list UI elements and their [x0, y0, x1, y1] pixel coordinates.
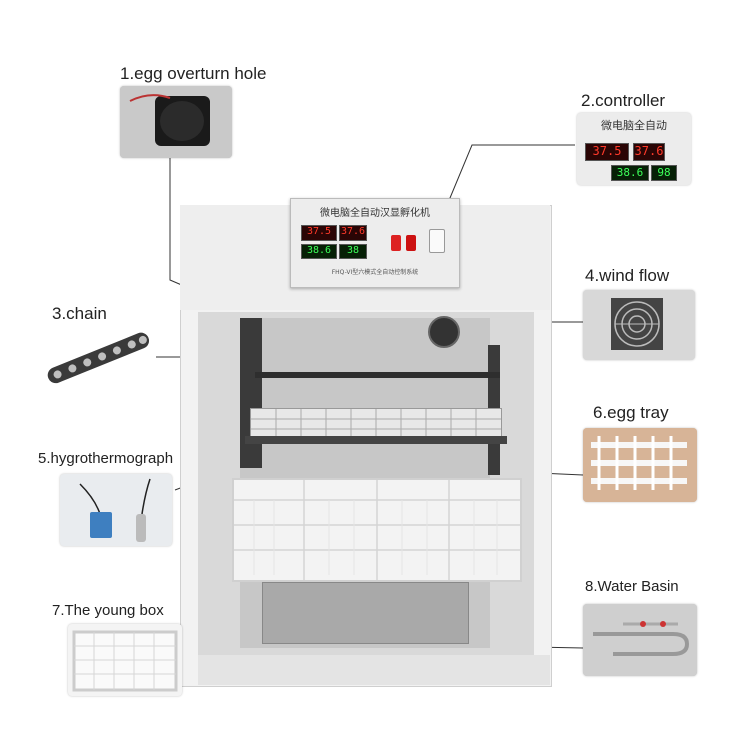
set-humidity-display: 38: [339, 244, 367, 259]
egg-tray-grid: [251, 409, 501, 439]
turning-frame-left: [240, 318, 262, 468]
heater-switch[interactable]: [406, 235, 416, 251]
controller-thumb-set-humidity: 98: [651, 165, 677, 181]
label-hygrothermograph: 5.hygrothermograph: [38, 450, 174, 467]
cabinet-floor: [198, 655, 550, 685]
label-water-basin: 8.Water Basin: [585, 578, 679, 595]
hatching-basket: [232, 478, 522, 582]
chain-photo: [40, 322, 156, 392]
humidity-display: 38.6: [301, 244, 337, 259]
label-young-box: 7.The young box: [52, 602, 164, 619]
label-egg-overturn-hole: 1.egg overturn hole: [120, 64, 267, 83]
controller-thumb-title: 微电脑全自动: [601, 119, 667, 132]
label-wind-flow: 4.wind flow: [585, 266, 670, 285]
controller-thumb-temp: 37.5: [585, 143, 629, 161]
overturn-motor-icon: [120, 86, 232, 158]
temperature-display: 37.5: [301, 225, 337, 241]
turning-rod: [255, 372, 500, 378]
circuit-breaker[interactable]: [429, 229, 445, 253]
egg-tray-icon: [583, 428, 697, 502]
hygrothermograph-photo: [60, 474, 172, 546]
heating-element-icon: [583, 604, 697, 676]
leader-line-controller: [444, 144, 575, 211]
wind-flow-photo: [583, 290, 695, 360]
fan-icon: [428, 316, 460, 348]
control-panel-model: FHQ-VI型六模式全自动控制系统: [331, 269, 419, 276]
sensor-icon: [79, 478, 151, 542]
set-temperature-display: 37.6: [339, 225, 367, 241]
chain-icon: [47, 332, 150, 384]
water-basin: [262, 582, 469, 644]
label-egg-tray: 6.egg tray: [593, 403, 669, 422]
egg-overturn-hole-photo: [120, 86, 232, 158]
water-basin-photo: [583, 604, 697, 676]
control-panel: 微电脑全自动汉显孵化机 37.5 37.6 38.6 38 FHQ-VI型六模式…: [290, 198, 460, 288]
label-chain: 3.chain: [52, 304, 107, 323]
young-box-photo: [68, 624, 182, 696]
controller-thumb-humidity: 38.6: [611, 165, 649, 181]
power-switch[interactable]: [391, 235, 401, 251]
basket-grid: [234, 480, 520, 580]
controller-photo: 微电脑全自动 37.5 37.6 38.6 98: [577, 113, 691, 185]
control-panel-title: 微电脑全自动汉显孵化机: [320, 208, 430, 219]
controller-thumb-set-temp: 37.6: [633, 143, 665, 161]
label-controller: 2.controller: [581, 91, 666, 110]
egg-tray-photo: [583, 428, 697, 502]
egg-tray-rack: [250, 408, 502, 440]
young-box-icon: [72, 630, 178, 692]
egg-tray-base: [245, 436, 507, 444]
fan-grille-icon: [583, 290, 695, 360]
